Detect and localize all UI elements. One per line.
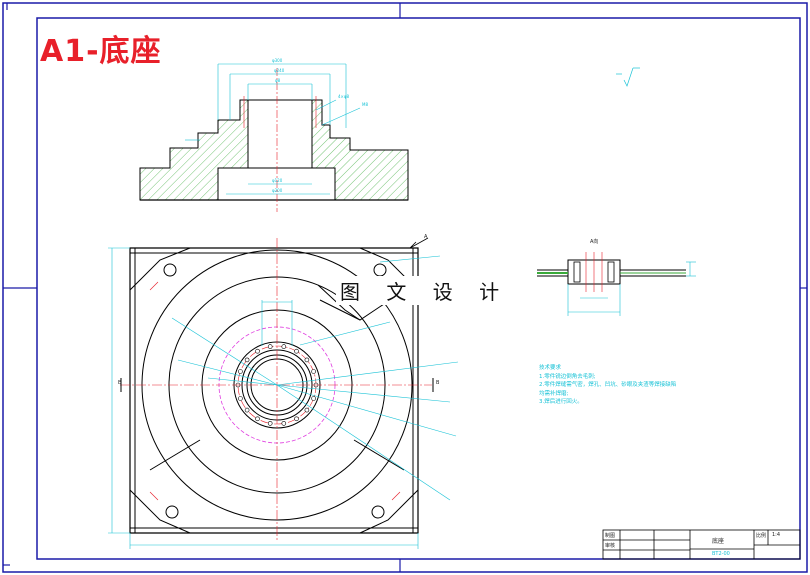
drawing-title: A1-底座 xyxy=(40,34,162,69)
view-a-arrow xyxy=(409,237,429,249)
technical-notes: 技术要求 1.零件锐边倒角去毛刺; 2.零件焊缝需气密，焊孔、凹坑、砂眼及夹渣等… xyxy=(539,364,676,407)
detail-a-view xyxy=(537,252,696,316)
svg-text:φ120: φ120 xyxy=(272,178,283,183)
plan-view xyxy=(108,237,459,549)
centering-marks xyxy=(3,3,807,572)
title-block-scale-value: 1:4 xyxy=(772,532,781,538)
note-item: 2.零件焊缝需气密，焊孔、凹坑、砂眼及夹渣等焊接缺陷 xyxy=(539,382,677,389)
title-block xyxy=(602,529,801,560)
watermark: 图 文 设 计 xyxy=(336,276,514,305)
view-a-label: A xyxy=(424,234,428,240)
note-item: 1.零件锐边倒角去毛刺; xyxy=(539,373,596,380)
section-b-left-label: B xyxy=(118,380,122,386)
title-block-scale-label: 比例 xyxy=(756,533,767,539)
note-item: 均需补焊磨; xyxy=(539,390,569,397)
title-block-drawing-number: BT2-00 xyxy=(712,551,730,557)
detail-a-label: A向 xyxy=(590,239,599,245)
title-block-drawn-label: 制图 xyxy=(605,533,616,539)
central-bore xyxy=(247,99,313,169)
plan-dimensions xyxy=(108,247,459,549)
svg-text:φ8: φ8 xyxy=(275,78,281,83)
title-block-part-name: 底座 xyxy=(712,538,725,545)
svg-text:φ200: φ200 xyxy=(272,188,283,193)
svg-text:φ300: φ300 xyxy=(272,58,283,63)
title-block-checked-label: 审核 xyxy=(605,543,616,549)
rib-slot xyxy=(319,299,391,321)
corner-holes xyxy=(163,263,387,519)
svg-text:M8: M8 xyxy=(362,102,368,107)
roughness-symbol xyxy=(616,67,640,87)
section-b-right-label: B xyxy=(436,380,440,386)
svg-text:4×φ8: 4×φ8 xyxy=(338,94,350,99)
bolt-holes xyxy=(235,344,319,426)
notes-heading: 技术要求 xyxy=(539,365,562,371)
svg-text:φ240: φ240 xyxy=(274,68,285,73)
note-item: 3.焊后进行回火。 xyxy=(539,399,583,406)
front-section-view: φ300 φ240 φ8 φ120 φ200 M8 4×φ8 xyxy=(139,58,409,212)
